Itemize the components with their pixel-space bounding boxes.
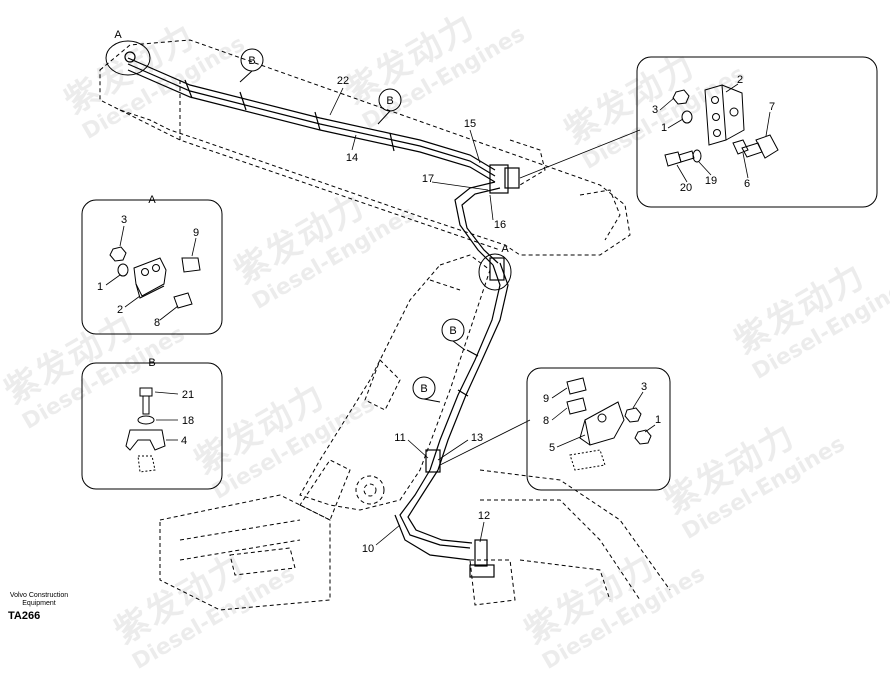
callout-12: 12	[478, 510, 490, 522]
footer-code: TA266	[8, 610, 41, 622]
callout-14: 14	[346, 152, 358, 164]
callout-19: 19	[705, 175, 717, 187]
callout-9: 9	[193, 227, 199, 239]
callout-1: 1	[661, 122, 667, 134]
callout-2: 2	[737, 74, 743, 86]
callout-20: 20	[680, 182, 692, 194]
parts-diagram: B B B B A A A B 22 15 14 17 16 11 13 10 …	[81, 29, 878, 611]
detail-box-a-title: A	[148, 194, 156, 206]
callout-7: 7	[769, 101, 775, 113]
callout-1: 1	[655, 414, 661, 426]
callout-5: 5	[549, 442, 555, 454]
detail-box-bottom-right	[526, 367, 671, 491]
machine-outline	[99, 39, 671, 611]
callout-1: 1	[97, 281, 103, 293]
callout-3: 3	[641, 381, 647, 393]
footer-brand: Volvo Construction Equipment	[9, 592, 69, 607]
detail-parts-b	[125, 387, 166, 473]
detail-parts-a	[109, 246, 201, 309]
detail-a-marker	[105, 40, 151, 76]
detail-a-label: A	[501, 243, 509, 255]
callout-16: 16	[494, 219, 506, 231]
callout-8: 8	[154, 317, 160, 329]
callout-6: 6	[744, 178, 750, 190]
section-b-label: B	[386, 95, 393, 107]
callout-2: 2	[117, 304, 123, 316]
section-b-label: B	[248, 55, 255, 67]
detail-parts-top-right	[664, 84, 779, 167]
leader-lines	[329, 87, 641, 546]
callout-4: 4	[181, 435, 187, 447]
detail-a-marker	[478, 253, 512, 291]
detail-parts-bottom-right	[566, 377, 652, 471]
callout-22: 22	[337, 75, 349, 87]
callout-18: 18	[182, 415, 194, 427]
callout-17: 17	[422, 173, 434, 185]
section-b-label: B	[420, 383, 427, 395]
detail-box-b-title: B	[148, 357, 155, 369]
section-b-label: B	[449, 325, 456, 337]
detail-leaders-a	[105, 225, 197, 321]
callout-15: 15	[464, 118, 476, 130]
callout-10: 10	[362, 543, 374, 555]
callout-8: 8	[543, 415, 549, 427]
detail-leaders-b	[154, 391, 179, 441]
detail-a-label: A	[114, 29, 122, 41]
detail-leaders-bottom-right	[551, 387, 656, 448]
callout-13: 13	[471, 432, 483, 444]
detail-box-b	[81, 362, 223, 490]
callout-9: 9	[543, 393, 549, 405]
hose-lines	[127, 57, 509, 561]
callout-3: 3	[652, 104, 658, 116]
detail-box-top-right	[636, 56, 878, 208]
callout-21: 21	[182, 389, 194, 401]
fittings	[124, 51, 520, 578]
callout-11: 11	[394, 432, 405, 444]
callout-3: 3	[121, 214, 127, 226]
detail-box-a	[81, 199, 223, 335]
detail-leaders-top-right	[659, 83, 771, 183]
